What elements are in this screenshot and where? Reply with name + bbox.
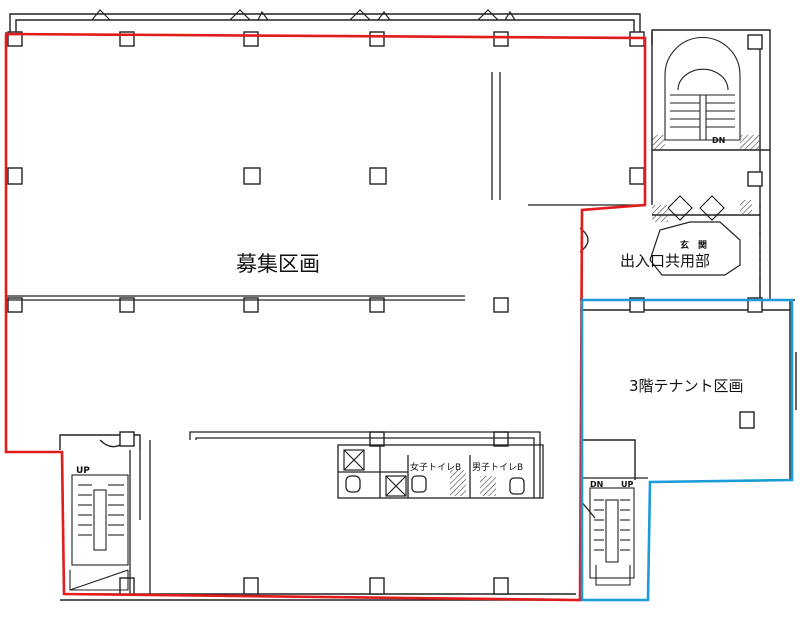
womens-toilet-text: 女子トイレ: [410, 463, 456, 473]
recruit-area-outline: [4, 32, 647, 602]
stair-down-label-right: DN: [590, 480, 604, 489]
window-bays: [91, 9, 516, 21]
tenant-area-label: 3階テナント区画: [629, 377, 744, 395]
womens-toilet-label: 女子トイレB: [410, 460, 461, 473]
columns: [7, 31, 763, 595]
stair-top-right: [664, 36, 741, 141]
hatched-areas: [450, 135, 760, 496]
recruit-area-label: 募集区画: [236, 252, 320, 276]
partitions: [6, 72, 648, 594]
stair-up-label-left: UP: [76, 466, 90, 476]
tenant-area-outline: [580, 298, 794, 602]
stair-right: [589, 487, 635, 586]
stair-up-label-right: UP: [621, 480, 634, 489]
stair-left: [69, 474, 129, 591]
elevators: [343, 449, 407, 497]
entrance-hall: [649, 195, 761, 300]
shared-entrance-label: 出入口共用部: [620, 252, 711, 270]
mens-toilet-text: 男子トイレ: [472, 463, 518, 473]
womens-toilet-letter: B: [455, 463, 462, 473]
mens-toilet-letter: B: [517, 463, 524, 473]
mens-toilet-label: 男子トイレB: [472, 460, 523, 473]
entrance-label: 玄 関: [680, 241, 708, 251]
stair-down-label-top: DN: [712, 136, 726, 145]
